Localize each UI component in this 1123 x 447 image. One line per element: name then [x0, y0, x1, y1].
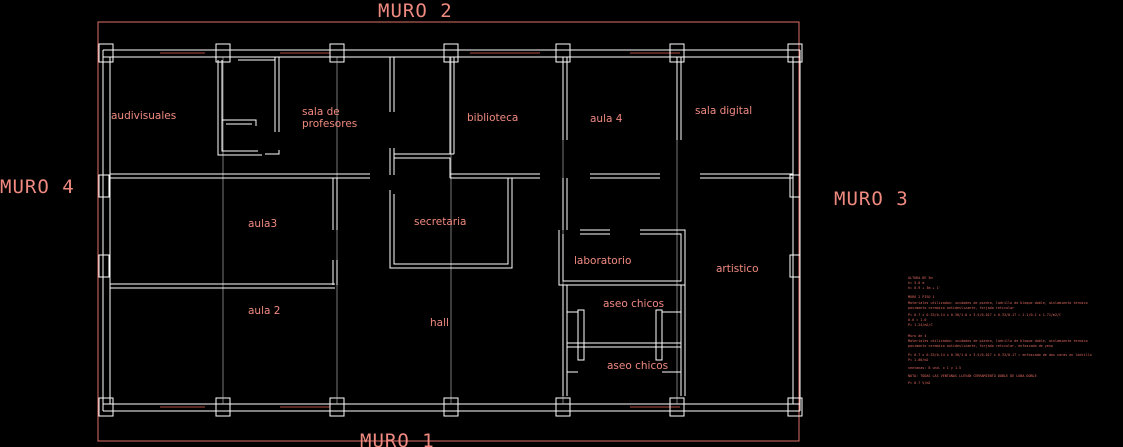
note-line: NOTA: TODAS LAS VENTANAS LLEVAN CERRAMIE… — [908, 374, 1037, 378]
room-label-hall: hall — [430, 317, 449, 329]
wall-label-left: MURO 4 — [0, 176, 75, 198]
note-line: 0.0 = 1.0 — [908, 318, 926, 322]
note-line: pavimento ceramico antideslizante, forja… — [908, 306, 1014, 310]
exterior-walls — [102, 49, 801, 412]
interior-walls — [110, 57, 793, 396]
note-line: Muro de 4 — [908, 334, 926, 338]
note-line: P= 0.7 V/m2 — [908, 381, 930, 385]
note-line: P= 1.24/m2/C — [908, 323, 933, 327]
room-label-aseo-chicos: aseo chicos — [603, 298, 664, 310]
wall-label-top: MURO 2 — [378, 0, 453, 22]
note-line: ALTURA DE 3m — [908, 276, 933, 280]
plot-boundary — [97, 21, 800, 442]
room-label-secretaria: secretaria — [414, 216, 466, 228]
room-label-aula3: aula3 — [248, 218, 277, 230]
note-line: Materiales utilizados: unidades de piedr… — [908, 339, 1088, 343]
room-label-sala-profesores-2: profesores — [302, 118, 357, 130]
note-line: h= 0.9 + 3m + 1' — [908, 286, 941, 290]
wall-label-bottom: MURO 1 — [360, 430, 435, 447]
room-label-aula4: aula 4 — [590, 113, 623, 125]
room-label-artistico: artistico — [716, 263, 759, 275]
note-line: P= 0.7 x 0.33/0.14 x 0.30/1.0 x 3.5/0.01… — [908, 353, 1092, 357]
note-line: pavimento ceramico antideslizante, forja… — [908, 344, 1053, 348]
note-line: ventanas: 8 und. x 1 y 1.5 — [908, 366, 961, 370]
notes-block: ALTURA DE 3m h= 3.0 m h= 0.9 + 3m + 1' M… — [908, 276, 1092, 385]
wall-label-right: MURO 3 — [834, 188, 909, 210]
note-line: MURO 2 PISO 1 — [908, 295, 935, 299]
room-label-biblioteca: biblioteca — [467, 112, 518, 124]
note-line: h= 3.0 m — [908, 281, 924, 285]
room-label-laboratorio: laboratorio — [574, 255, 631, 267]
room-label-aula2: aula 2 — [248, 305, 280, 317]
note-line: P= 0.7 x 0.33/0.14 x 0.30/1.0 x 3.5/0.01… — [908, 313, 1061, 317]
room-label-aseo-chicos-2: aseo chicos — [607, 360, 668, 372]
note-line: P= 1.00/m2 — [908, 358, 928, 362]
room-label-audiovisuales: audivisuales — [111, 110, 176, 122]
room-label-sala-profesores: sala de — [302, 106, 340, 118]
note-line: Materiales utilizados: unidades de piedr… — [908, 301, 1088, 305]
room-label-sala-digital: sala digital — [695, 105, 752, 117]
